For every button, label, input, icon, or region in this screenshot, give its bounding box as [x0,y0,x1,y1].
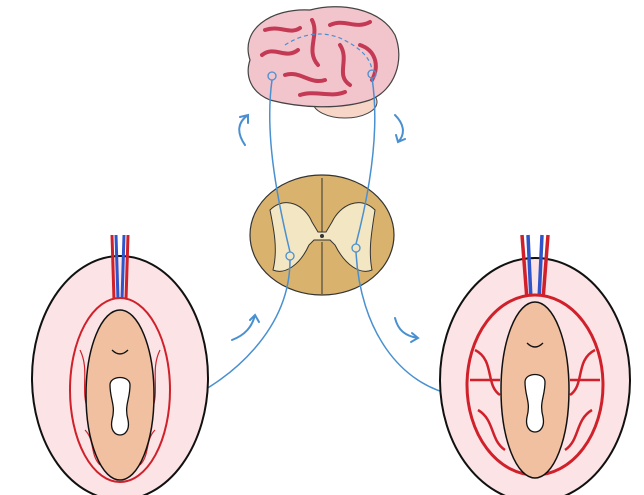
nerve-brain-left [268,79,291,253]
nerve-to-right-organ [355,251,456,396]
brain-illustration [247,6,400,119]
left-organ-unaroused [31,234,209,495]
right-organ-aroused [439,234,631,495]
nerve-brain-right [355,77,376,245]
spinal-cord-cross-section [249,174,395,296]
arrow-icon [231,113,420,343]
nerve-pathways [178,77,463,409]
